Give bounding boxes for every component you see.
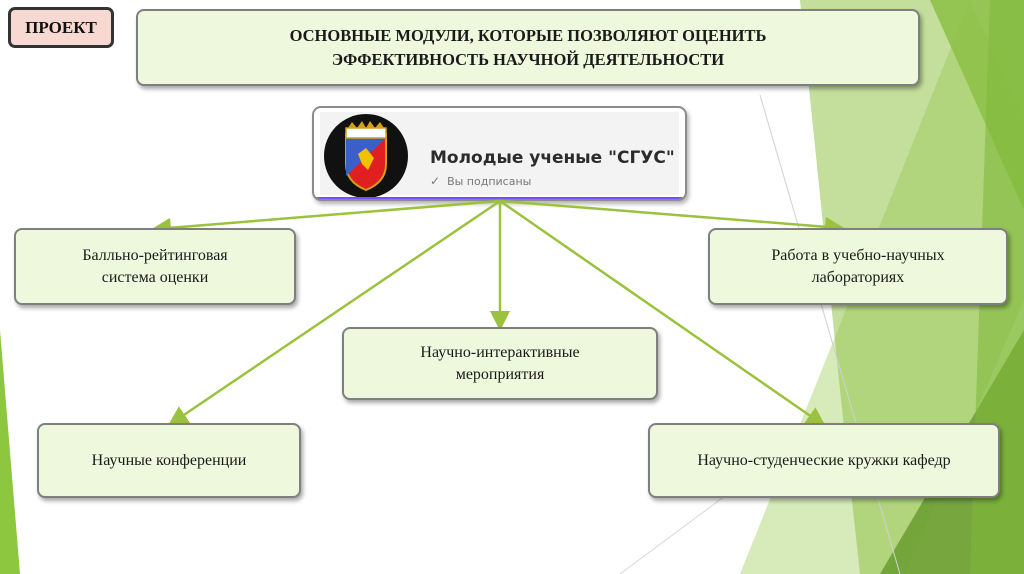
connector-to-rating [151,199,501,238]
university-emblem-logo [324,114,408,198]
community-card[interactable]: Молодые ученые "СГУС" ✓Вы подписаны [312,106,687,201]
module-rating-system: Балльно-рейтинговая система оценки [14,228,296,305]
bg-shape-left-sliver [0,330,20,574]
main-title-box: ОСНОВНЫЕ МОДУЛИ, КОТОРЫЕ ПОЗВОЛЯЮТ ОЦЕНИ… [136,9,920,86]
module-labs: Работа в учебно-научных лабораториях [708,228,1008,305]
connector-to-circles [499,199,827,427]
connector-to-conferences [167,199,501,426]
module-conferences: Научные конференции [37,423,301,498]
card-accent-strip [314,197,685,199]
emblem-figure [358,148,374,170]
title-line-2: ЭФФЕКТИВНОСТЬ НАУЧНОЙ ДЕЯТЕЛЬНОСТИ [331,49,725,69]
project-label: ПРОЕКТ [8,7,114,48]
title-line-1: ОСНОВНЫЕ МОДУЛИ, КОТОРЫЕ ПОЗВОЛЯЮТ ОЦЕНИ… [289,26,767,46]
emblem-crown [348,121,384,128]
subscription-status[interactable]: ✓Вы подписаны [430,174,532,188]
emblem-icon [345,121,387,192]
module-student-circles: Научно-студенческие кружки кафедр [648,423,1000,498]
connector-to-labs [499,199,845,237]
module-interactive-events: Научно-интерактивные мероприятия [342,327,658,400]
community-name: Молодые ученые "СГУС" [430,148,675,168]
checkmark-icon: ✓ [430,174,441,188]
